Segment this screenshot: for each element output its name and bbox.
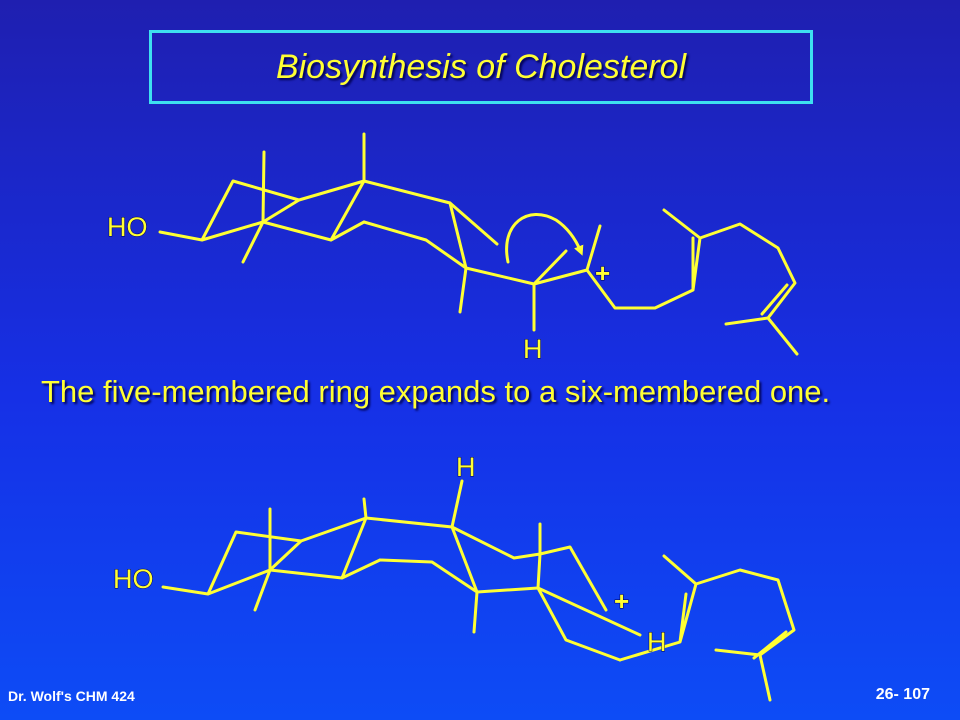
ring-c-bonds [362,132,468,314]
hydrogen-label-bottom-top: H [456,452,476,482]
side-chain-bonds [585,208,799,356]
side-chain-bonds-bottom [618,554,796,702]
hydroxyl-label-bottom: HO [113,564,154,594]
structure-top: HO H + [107,132,799,365]
footer-course-label: Dr. Wolf's CHM 424 [8,688,135,704]
ring-d-bonds [448,201,602,332]
ring-a-bonds-bottom [161,507,303,612]
hydrogen-label-top: H [523,334,543,364]
footer-slide-number: 26- 107 [875,686,930,703]
hydrogen-label-bottom-right: H [647,627,667,657]
structure-bottom: HO H H + [113,452,796,702]
cation-charge-bottom: + [614,586,629,616]
caption-text: The five-membered ring expands to a six-… [41,374,831,409]
slide-title: Biosynthesis of Cholesterol [275,47,687,86]
ring-b-bonds [261,179,366,242]
ring-b-bonds-bottom [268,516,382,580]
hydroxyl-label-top: HO [107,212,148,242]
ring-a-bonds [158,150,301,264]
curved-arrow [505,213,584,264]
title-box: Biosynthesis of Cholesterol [149,30,813,104]
ring-d-bonds-bottom [450,522,642,662]
cation-charge-top: + [595,258,610,288]
ring-c-bonds-bottom [362,479,479,634]
